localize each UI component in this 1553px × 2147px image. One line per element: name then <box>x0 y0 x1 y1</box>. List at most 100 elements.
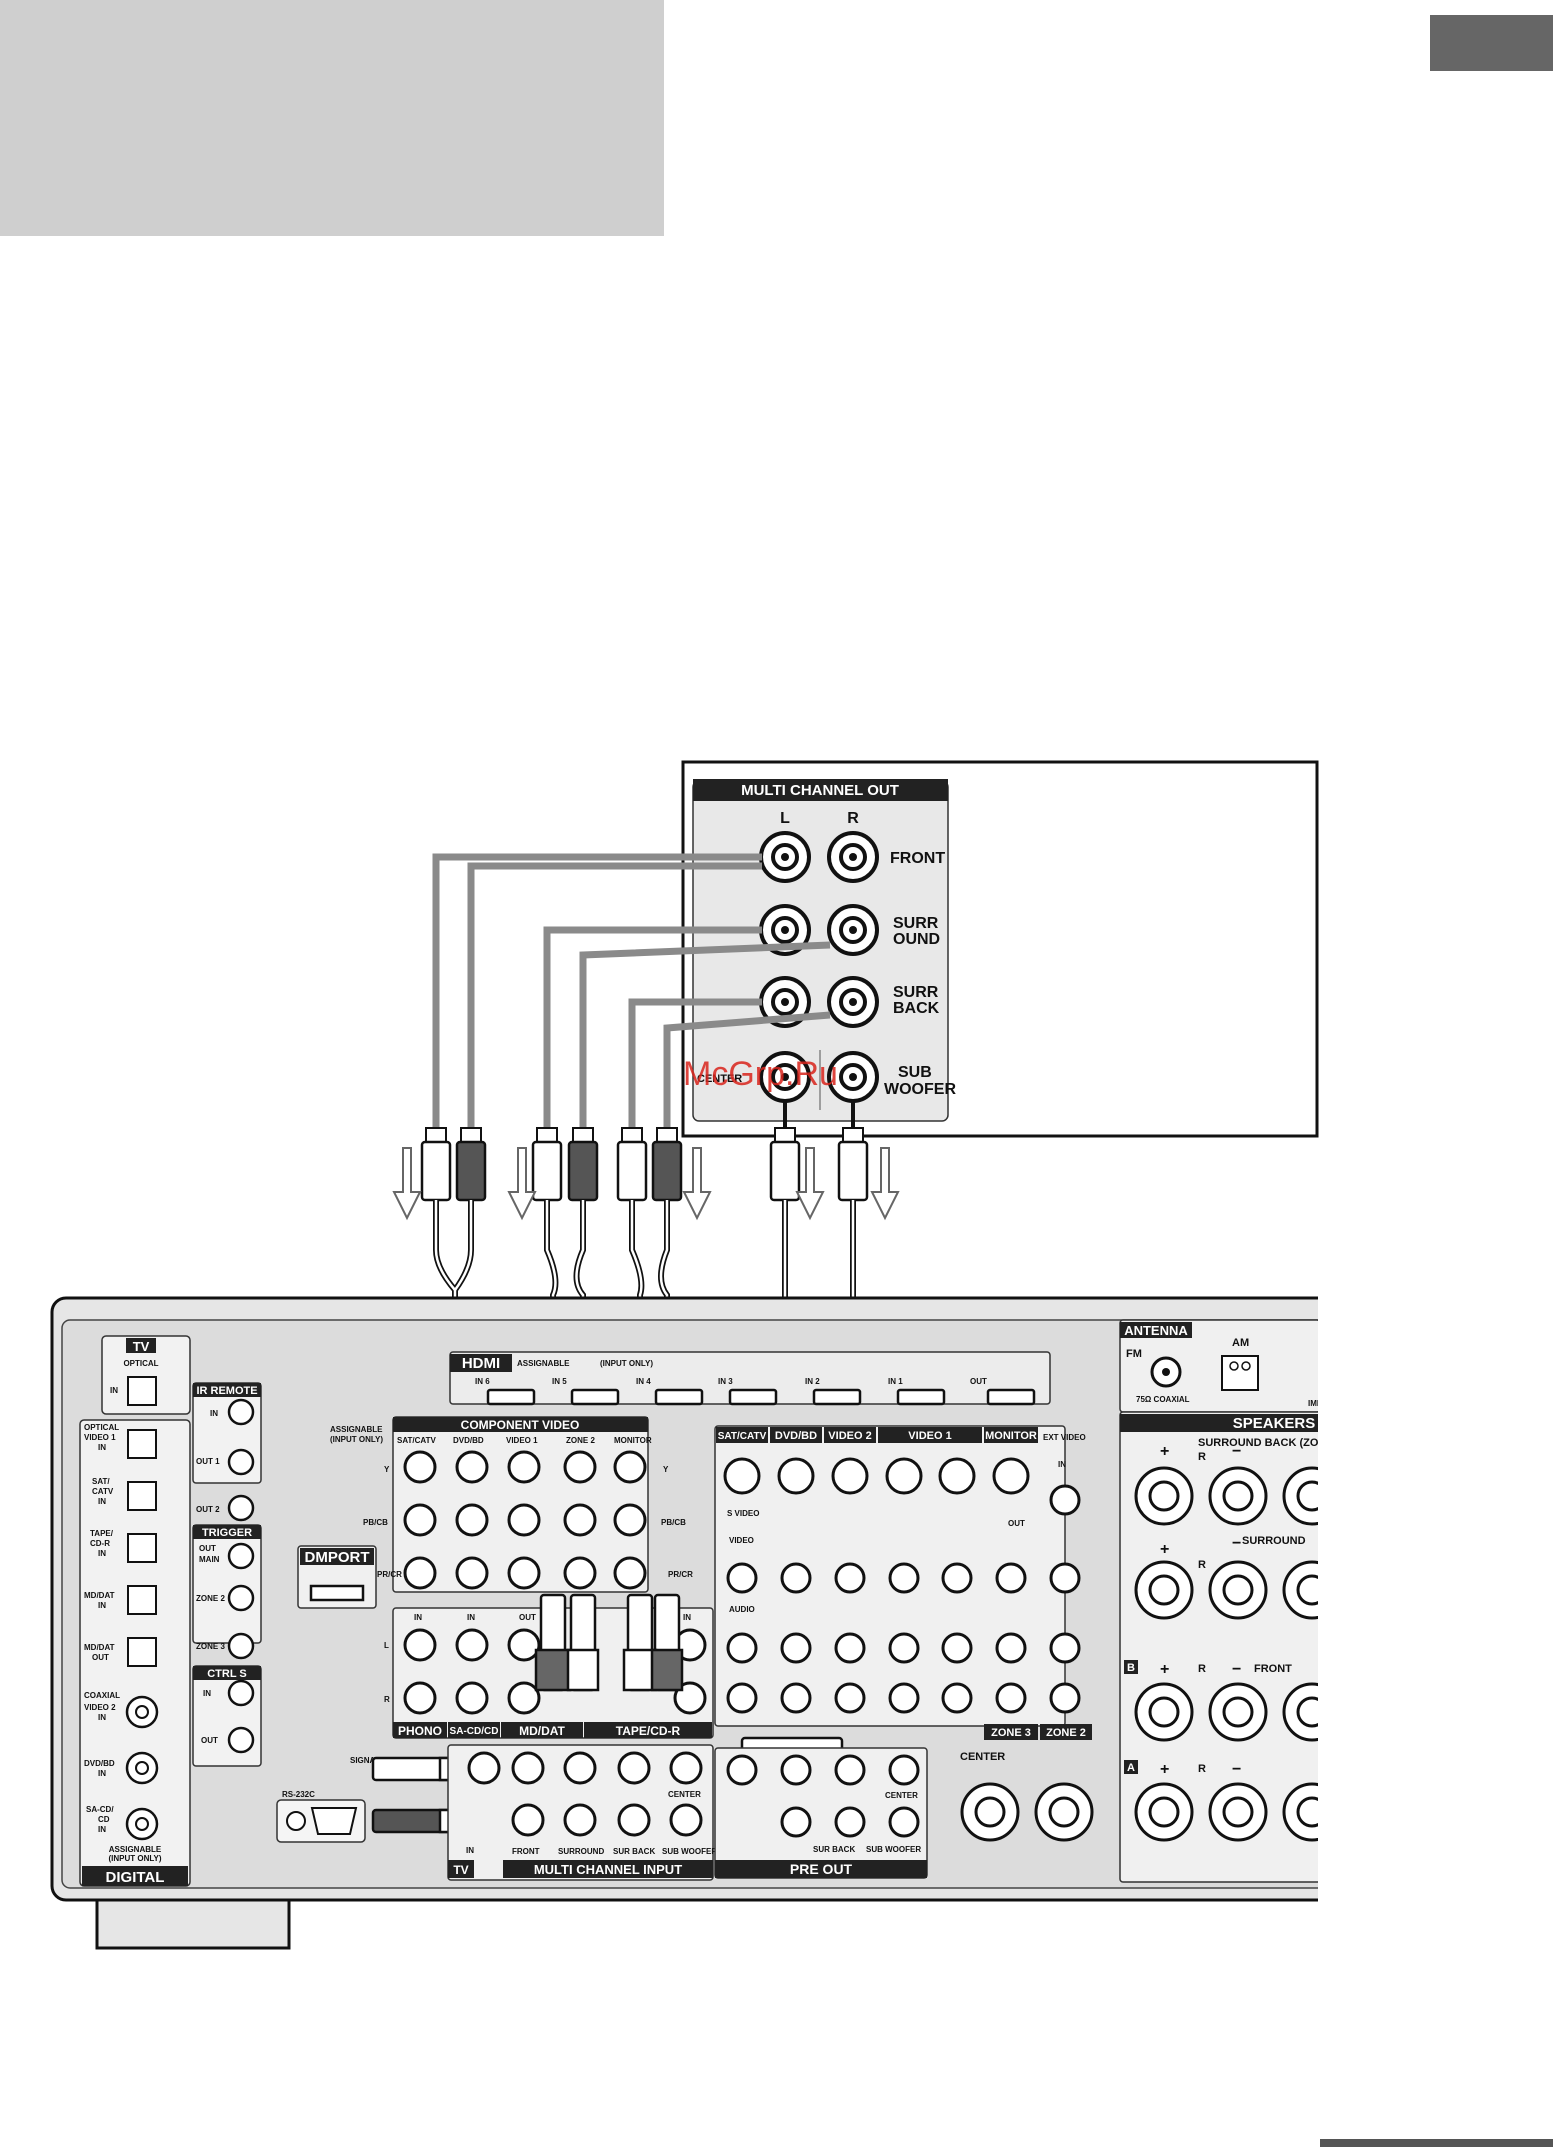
plug-pair-surround <box>531 1127 599 1202</box>
player-jack-surrback-l <box>759 976 811 1028</box>
pre-out-jacks[interactable] <box>726 1754 920 1838</box>
dmport-connector[interactable] <box>309 1584 365 1602</box>
speakers-impedance: IMPEDANCE USE 6-16Ω <box>1308 1399 1400 1408</box>
dmport-title: DMPORT <box>305 1549 370 1566</box>
video-audio-jacks[interactable] <box>726 1484 1081 1714</box>
ir-remote-in: IN <box>210 1409 218 1418</box>
section-tab-marker <box>1430 15 1553 71</box>
audio-sacd: SA-CD/CD <box>450 1726 499 1737</box>
video-group-1: DVD/BD <box>775 1430 817 1442</box>
cable-surrback <box>628 998 831 1130</box>
video-in-label: IN <box>1058 1460 1066 1469</box>
digital-in-3-l1: MD/DAT <box>84 1591 115 1600</box>
ir-remote-out2: OUT 2 <box>196 1505 220 1514</box>
component-row-pr-right: PR/CR <box>668 1570 693 1579</box>
speakers-b: B <box>1127 1662 1135 1674</box>
antenna-fm: FM <box>1126 1348 1142 1360</box>
player-center-label: CENTER <box>697 1073 742 1085</box>
digital-in-6-l2: IN <box>98 1769 106 1778</box>
video-ext-video: EXT VIDEO <box>1043 1433 1086 1442</box>
component-row-pb: PB/CB <box>363 1518 388 1527</box>
video-group-0: SAT/CATV <box>718 1431 767 1442</box>
digital-in-2-l3: IN <box>98 1549 106 1558</box>
hdmi-ports[interactable] <box>486 1388 1036 1406</box>
pre-out-title: PRE OUT <box>790 1861 853 1877</box>
digital-in-4-l1: MD/DAT <box>84 1643 115 1652</box>
player-jack-surround-r <box>827 904 879 956</box>
multichannel-subwoofer: SUB WOOFER <box>662 1847 717 1856</box>
audio-mddat: MD/DAT <box>519 1724 565 1738</box>
player-col-l: L <box>780 810 790 827</box>
player-row-surrback-1: SURR <box>893 984 939 1001</box>
audio-md-out: OUT <box>519 1613 536 1622</box>
player-sub-2: WOOFER <box>884 1081 956 1098</box>
pre-out-center: CENTER <box>885 1791 918 1800</box>
plug-pair-front <box>420 1127 487 1202</box>
speakers-r-4: R <box>1198 1763 1206 1775</box>
tv-optical-port[interactable] <box>127 1376 157 1406</box>
hdmi-port-6: OUT <box>970 1377 987 1386</box>
hdmi-input-only: (INPUT ONLY) <box>600 1359 653 1368</box>
speakers-front: FRONT <box>1254 1663 1292 1675</box>
video-group-4: MONITOR <box>985 1430 1037 1442</box>
digital-input-only: (INPUT ONLY) <box>108 1854 161 1863</box>
trigger-jacks[interactable] <box>227 1542 255 1660</box>
speakers-r-1: R <box>1198 1451 1206 1463</box>
video-s-video-label: S VIDEO <box>727 1509 759 1518</box>
speakers-a: A <box>1127 1762 1135 1774</box>
trigger-main: MAIN <box>199 1555 220 1564</box>
ctrl-s-in: IN <box>203 1689 211 1698</box>
digital-in-1-l1: SAT/ <box>92 1477 110 1486</box>
video-out-label: OUT <box>1008 1519 1025 1528</box>
ir-remote-out1: OUT 1 <box>196 1457 220 1466</box>
inserted-plugs <box>534 1593 684 1692</box>
antenna-connectors[interactable] <box>1150 1355 1259 1391</box>
plug-center <box>769 1100 801 1202</box>
hdmi-assignable: ASSIGNABLE <box>517 1359 570 1368</box>
audio-tapecdr: TAPE/CD-R <box>616 1724 681 1738</box>
ir-remote-jacks[interactable] <box>227 1398 255 1522</box>
multichannel-tv-title: TV <box>453 1863 468 1877</box>
digital-footer: DIGITAL <box>106 1869 165 1886</box>
component-video-jacks[interactable] <box>403 1450 647 1590</box>
multichannel-input-jacks[interactable] <box>467 1751 703 1837</box>
hdmi-port-5: IN 1 <box>888 1377 903 1386</box>
ctrl-s-jacks[interactable] <box>227 1679 255 1754</box>
player-title-bar <box>693 779 948 801</box>
digital-in-0-l3: IN <box>98 1443 106 1452</box>
watermark: McGrp.Ru <box>683 1055 838 1093</box>
audio-phono-in: IN <box>414 1613 422 1622</box>
component-row-y-right: Y <box>663 1465 669 1474</box>
component-video-title: COMPONENT VIDEO <box>461 1418 580 1432</box>
multichannel-input-title: MULTI CHANNEL INPUT <box>534 1862 682 1877</box>
speakers-minus-2: − <box>1232 1535 1241 1552</box>
player-row-front: FRONT <box>890 850 945 867</box>
antenna-coaxial: 75Ω COAXIAL <box>1136 1395 1190 1404</box>
digital-ports[interactable] <box>125 1429 159 1841</box>
antenna-am: AM <box>1232 1337 1249 1349</box>
component-col-3: ZONE 2 <box>566 1436 595 1445</box>
tv-title: TV <box>133 1339 150 1354</box>
component-row-pb-right: PB/CB <box>661 1518 686 1527</box>
digital-in-2-l1: TAPE/ <box>90 1529 114 1538</box>
hdmi-port-0: IN 6 <box>475 1377 490 1386</box>
trigger-zone2: ZONE 2 <box>196 1594 225 1603</box>
speakers-title: SPEAKERS <box>1233 1415 1316 1432</box>
component-col-4: MONITOR <box>614 1436 652 1445</box>
video-zone3: ZONE 3 <box>991 1727 1031 1739</box>
multichannel-center: CENTER <box>668 1790 701 1799</box>
speaker-terminals[interactable] <box>960 1466 1340 1842</box>
component-col-2: VIDEO 1 <box>506 1436 538 1445</box>
direction-arrow-icons <box>392 1147 900 1221</box>
tv-in: IN <box>110 1386 118 1395</box>
player-jack-front-l <box>759 831 811 883</box>
pre-out-surback: SUR BACK <box>813 1845 855 1854</box>
audio-r: R <box>384 1695 390 1704</box>
speakers-plus-3: + <box>1160 1661 1169 1678</box>
receiver-rear-panel: TV OPTICAL IN OPTICAL VIDEO 1 IN SAT/ CA… <box>50 1296 1400 1950</box>
header-block <box>0 0 664 236</box>
s-video-jacks[interactable] <box>723 1457 1030 1495</box>
rs232c-port[interactable] <box>276 1799 366 1843</box>
speakers-minus-1: − <box>1232 1443 1241 1460</box>
